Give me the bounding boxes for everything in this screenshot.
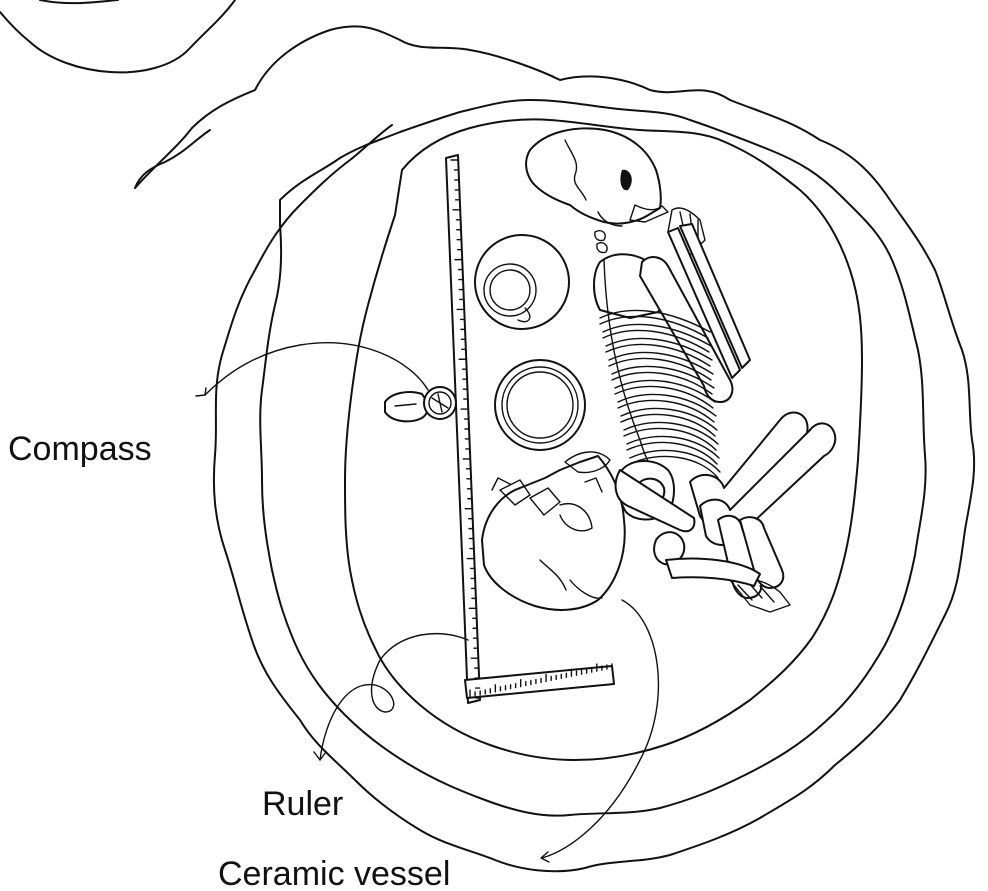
- ceramic-vessel-broken: [482, 452, 625, 610]
- compass: [385, 387, 456, 421]
- pit-outline-fragment-top: [40, 0, 118, 3]
- label-compass: Compass: [8, 430, 152, 468]
- ceramic-bowl-lower: [495, 360, 585, 450]
- compass-arrow: [196, 343, 428, 396]
- label-ruler: Ruler: [262, 785, 343, 823]
- label-ceramic-vessel: Ceramic vessel: [218, 855, 450, 891]
- pit-outer-outline-left: [135, 130, 210, 188]
- ceramic-bowl-upper: [475, 235, 569, 329]
- pit-outline-fragment: [0, 0, 235, 72]
- vessel-arrow: [541, 600, 658, 862]
- ruler-arrow: [314, 634, 468, 760]
